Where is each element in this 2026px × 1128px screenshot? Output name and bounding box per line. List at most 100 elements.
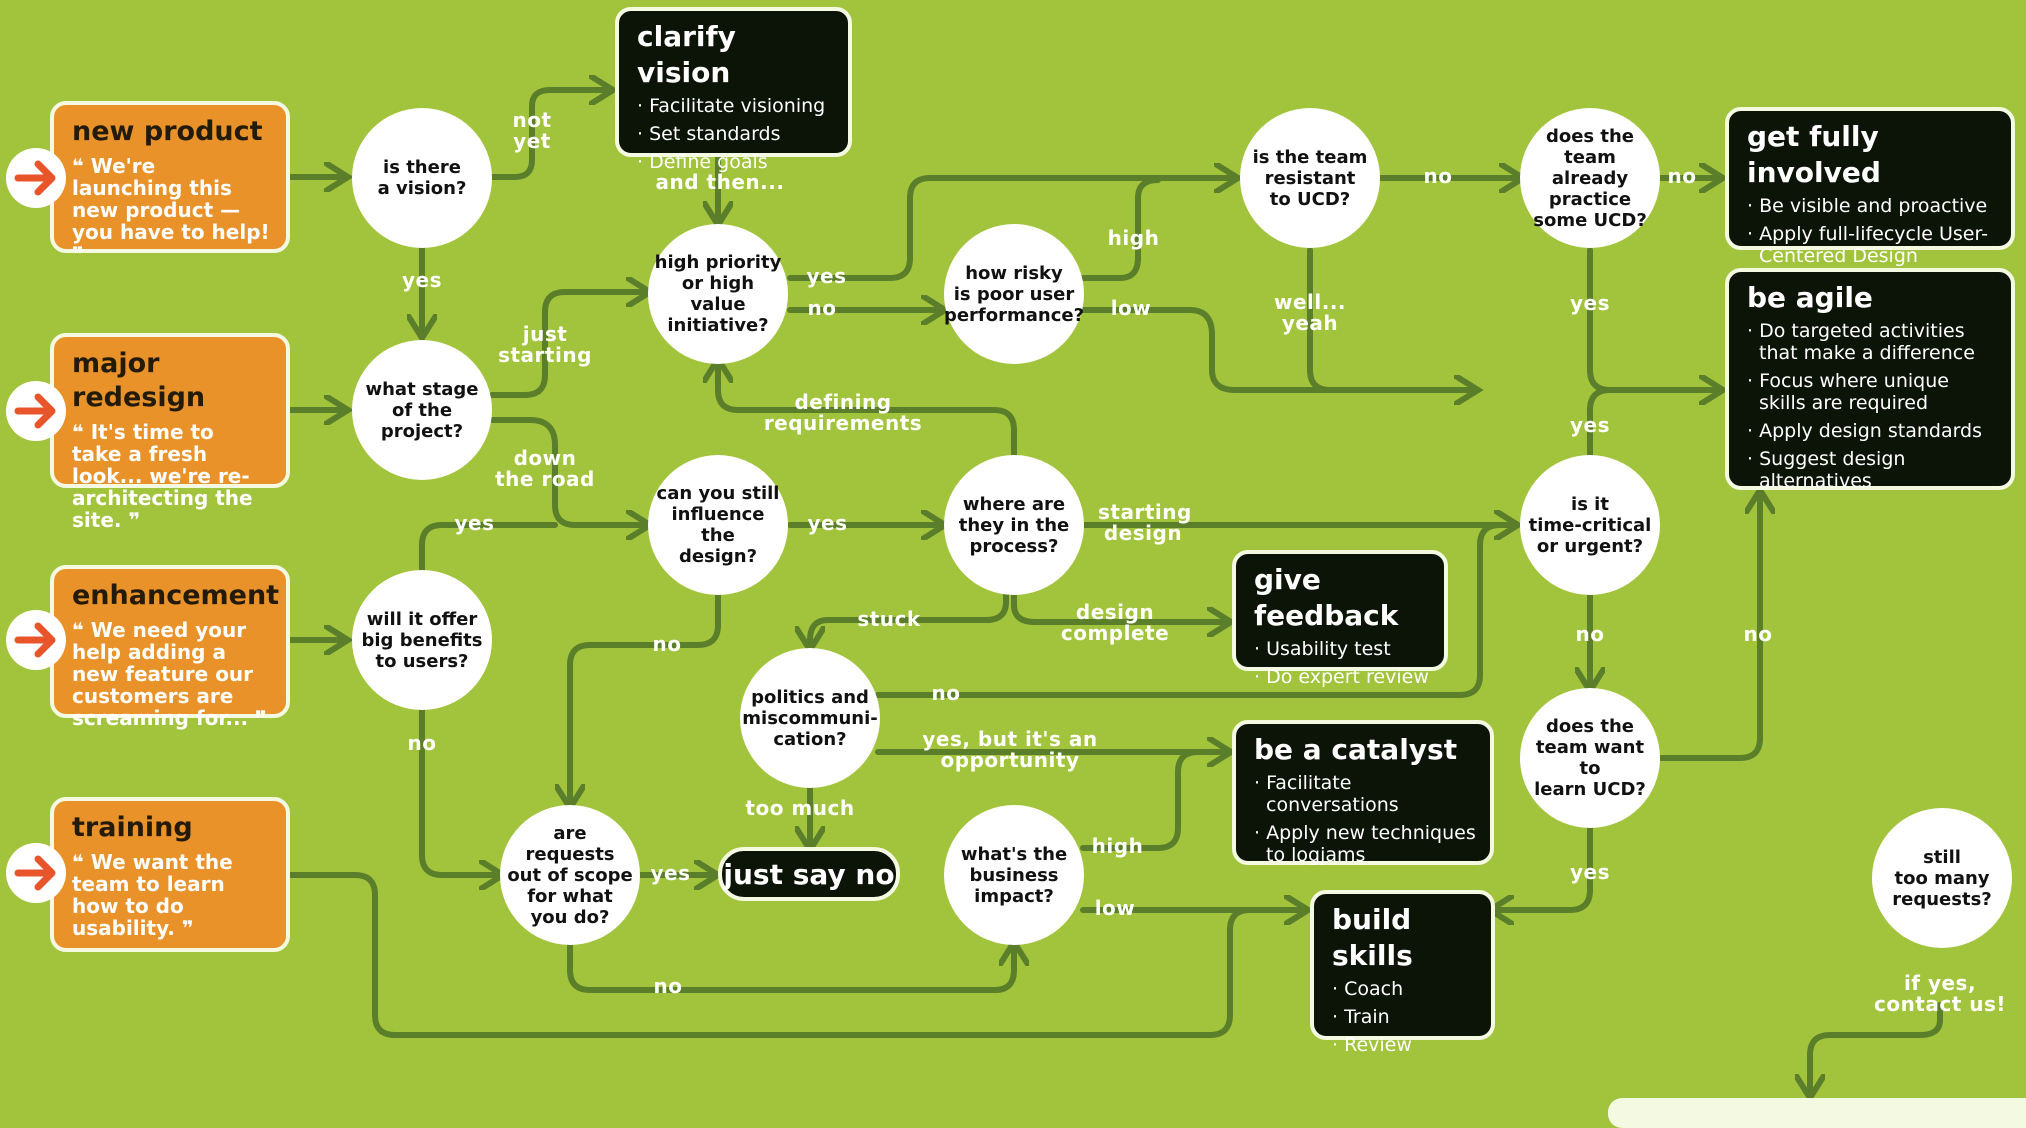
- box-item: Train: [1332, 1006, 1477, 1028]
- link-impact-high: [1080, 749, 1201, 851]
- link-training: [287, 872, 1305, 1038]
- link-well-yeah: [1307, 247, 1333, 393]
- link-politics-no: [875, 522, 1503, 698]
- entry-arrow-icon: [6, 610, 66, 670]
- question-practice[interactable]: does the team already practice some UCD?: [1520, 108, 1660, 248]
- edge-label: well... yeah: [1273, 290, 1347, 335]
- entry-arrow-icon: [6, 843, 66, 903]
- start-title: training: [72, 812, 193, 843]
- link-priority-yes: [787, 178, 1235, 281]
- link-critical-yes: [1587, 387, 1613, 458]
- box-get-fully-involved[interactable]: get fully involved Be visible and proact…: [1725, 107, 2015, 267]
- box-item: Apply full-lifecycle User-Centered Desig…: [1747, 223, 1997, 267]
- box-item: Review: [1332, 1034, 1477, 1056]
- question-influence[interactable]: can you still influence the design?: [648, 455, 788, 595]
- edge-label: no: [1423, 164, 1453, 188]
- start-title: major redesign: [72, 348, 206, 413]
- question-benefits[interactable]: will it offer big benefits to users?: [352, 570, 492, 710]
- link-design-complete: [1011, 592, 1228, 622]
- link-not-yet: [489, 90, 610, 180]
- edge-label: no: [1667, 164, 1697, 188]
- question-too-many[interactable]: still too many requests?: [1872, 808, 2012, 948]
- question-risky[interactable]: how risky is poor user performance?: [944, 224, 1084, 364]
- question-learn[interactable]: does the team want to learn UCD?: [1520, 688, 1660, 828]
- question-scope[interactable]: are requests out of scope for what you d…: [500, 805, 640, 945]
- link-risk-low: [1080, 307, 1475, 390]
- link-risk-high: [1080, 177, 1161, 281]
- box-build-skills[interactable]: build skills CoachTrainReview: [1310, 890, 1495, 1056]
- box-item: Suggest design alternatives: [1747, 448, 1997, 492]
- edge-label: no: [1743, 622, 1773, 646]
- question-process[interactable]: where are they in the process?: [944, 455, 1084, 595]
- just-say-no-pill[interactable]: just say no: [718, 847, 900, 901]
- edge-label: starting design: [1098, 500, 1192, 545]
- edge-label: stuck: [857, 607, 921, 631]
- link-contact-us: [1810, 1002, 1943, 1095]
- link-stuck: [810, 592, 1009, 647]
- box-title: be a catalyst: [1254, 733, 1458, 766]
- link-scope-no: [567, 945, 1014, 993]
- edge-label: no: [931, 681, 961, 705]
- start-enhancement[interactable]: enhancement ❝ We need your help adding a…: [50, 565, 290, 729]
- edge-label: no: [407, 731, 437, 755]
- start-training[interactable]: training ❝ We want the team to learn how…: [50, 797, 290, 952]
- contact-box-edge[interactable]: [1608, 1098, 2026, 1128]
- edge-label: high: [1107, 226, 1160, 250]
- edge-label: low: [1110, 296, 1152, 320]
- start-quote: ❝ It's time to take a fresh look... we'r…: [72, 420, 253, 532]
- link-influence-no: [570, 592, 721, 805]
- start-new-product[interactable]: new product ❝ We're launching this new p…: [50, 101, 290, 265]
- question-priority[interactable]: high priority or high value initiative?: [648, 224, 788, 364]
- box-clarify-vision[interactable]: clarify vision Facilitate visioningSet s…: [615, 7, 852, 173]
- box-item: Facilitate conversations: [1254, 772, 1476, 816]
- box-item: Do expert review: [1254, 666, 1430, 688]
- question-resistant[interactable]: is the team resistant to UCD?: [1240, 108, 1380, 248]
- link-learn-no: [1657, 493, 1760, 761]
- link-benefits-yes: [419, 522, 558, 573]
- start-quote: ❝ We want the team to learn how to do us…: [72, 850, 233, 940]
- edge-label: high: [1091, 834, 1144, 858]
- link-benefits-no: [419, 707, 500, 875]
- start-title: new product: [72, 116, 263, 147]
- edge-label: no: [653, 974, 683, 998]
- box-item: Define goals: [637, 151, 834, 173]
- entry-arrow-icon: [6, 381, 66, 441]
- edge-label: no: [1575, 622, 1605, 646]
- link-learn-yes: [1493, 825, 1593, 910]
- box-item: Facilitate visioning: [637, 95, 834, 117]
- box-be-agile[interactable]: be agile Do targeted activities that mak…: [1725, 268, 2015, 492]
- box-title: be agile: [1747, 281, 1873, 314]
- box-give-feedback[interactable]: give feedback Usability test Do expert re…: [1232, 550, 1448, 688]
- edge-label: low: [1094, 896, 1136, 920]
- box-item: Coach: [1332, 978, 1477, 1000]
- edge-label: yes: [806, 264, 847, 288]
- start-quote: ❝ We need your help adding a new feature…: [72, 618, 267, 730]
- box-item: Apply design standards: [1747, 420, 1997, 442]
- edge-label: no: [652, 632, 682, 656]
- box-title: clarify vision: [637, 20, 736, 89]
- question-politics[interactable]: politics and miscommuni- cation?: [740, 648, 880, 788]
- box-item: Set standards: [637, 123, 834, 145]
- question-critical[interactable]: is it time-critical or urgent?: [1520, 455, 1660, 595]
- box-item: Usability test: [1254, 638, 1430, 660]
- edge-label: yes: [454, 511, 495, 535]
- edge-label: design complete: [1060, 600, 1170, 645]
- edge-label: no: [807, 296, 837, 320]
- question-vision[interactable]: is there a vision?: [352, 108, 492, 248]
- question-stage[interactable]: what stage of the project?: [352, 340, 492, 480]
- box-title: give feedback: [1254, 563, 1399, 632]
- link-practice-yes: [1587, 247, 1720, 390]
- edge-label: just starting: [498, 322, 592, 367]
- edge-label: and then...: [655, 170, 785, 194]
- box-be-a-catalyst[interactable]: be a catalyst Facilitate conversationsAp…: [1232, 720, 1494, 866]
- box-item: Apply new techniques to logjams: [1254, 822, 1476, 866]
- edge-label: down the road: [495, 446, 595, 491]
- question-impact[interactable]: what's the business impact?: [944, 805, 1084, 945]
- edge-label: yes: [401, 268, 442, 292]
- edge-label: yes, but it's an opportunity: [922, 727, 1098, 772]
- box-item: Be visible and proactive: [1747, 195, 1997, 217]
- start-major-redesign[interactable]: major redesign ❝ It's time to take a fre…: [50, 333, 290, 531]
- edge-label: yes: [1569, 291, 1610, 315]
- edge-label: if yes, contact us!: [1873, 971, 2007, 1016]
